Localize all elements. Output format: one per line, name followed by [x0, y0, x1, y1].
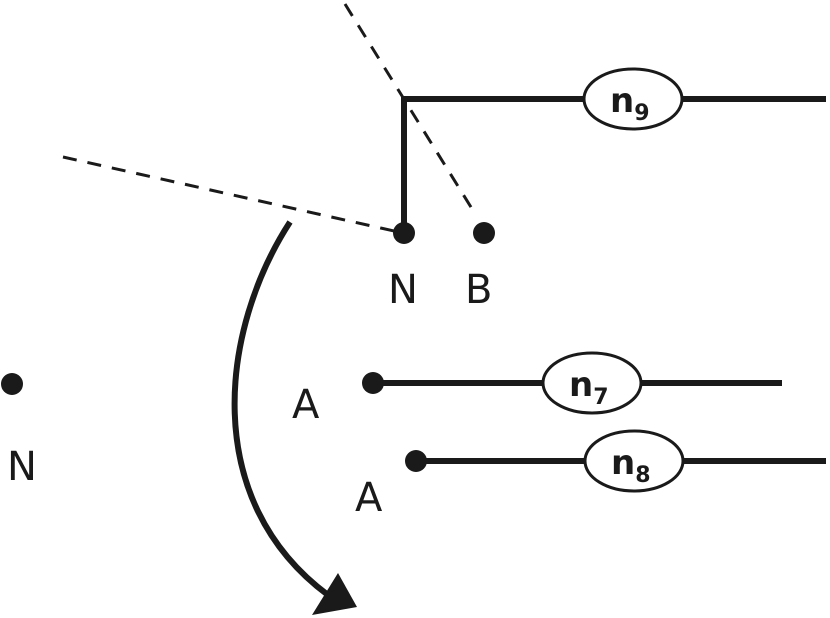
oval-n9-label: n9	[610, 81, 650, 126]
label-a-mid: A	[292, 382, 320, 428]
label-n-left: N	[7, 444, 37, 490]
wire-top	[401, 96, 826, 233]
dashed-line-upper	[343, 3, 476, 213]
oval-n8	[583, 429, 685, 493]
node-b-top	[473, 222, 495, 244]
label-a-low: A	[355, 475, 383, 521]
arrow-head	[312, 573, 357, 615]
oval-n7-label: n7	[569, 365, 609, 410]
dashed-line-left	[62, 155, 395, 233]
oval-n9	[582, 67, 684, 131]
node-n-top	[393, 222, 415, 244]
label-n-top: N	[388, 267, 418, 313]
node-n-left	[1, 373, 23, 395]
label-b-top: B	[465, 267, 492, 313]
oval-n8-label: n8	[611, 443, 651, 488]
curved-arrow	[231, 220, 330, 598]
oval-n7	[541, 351, 643, 415]
